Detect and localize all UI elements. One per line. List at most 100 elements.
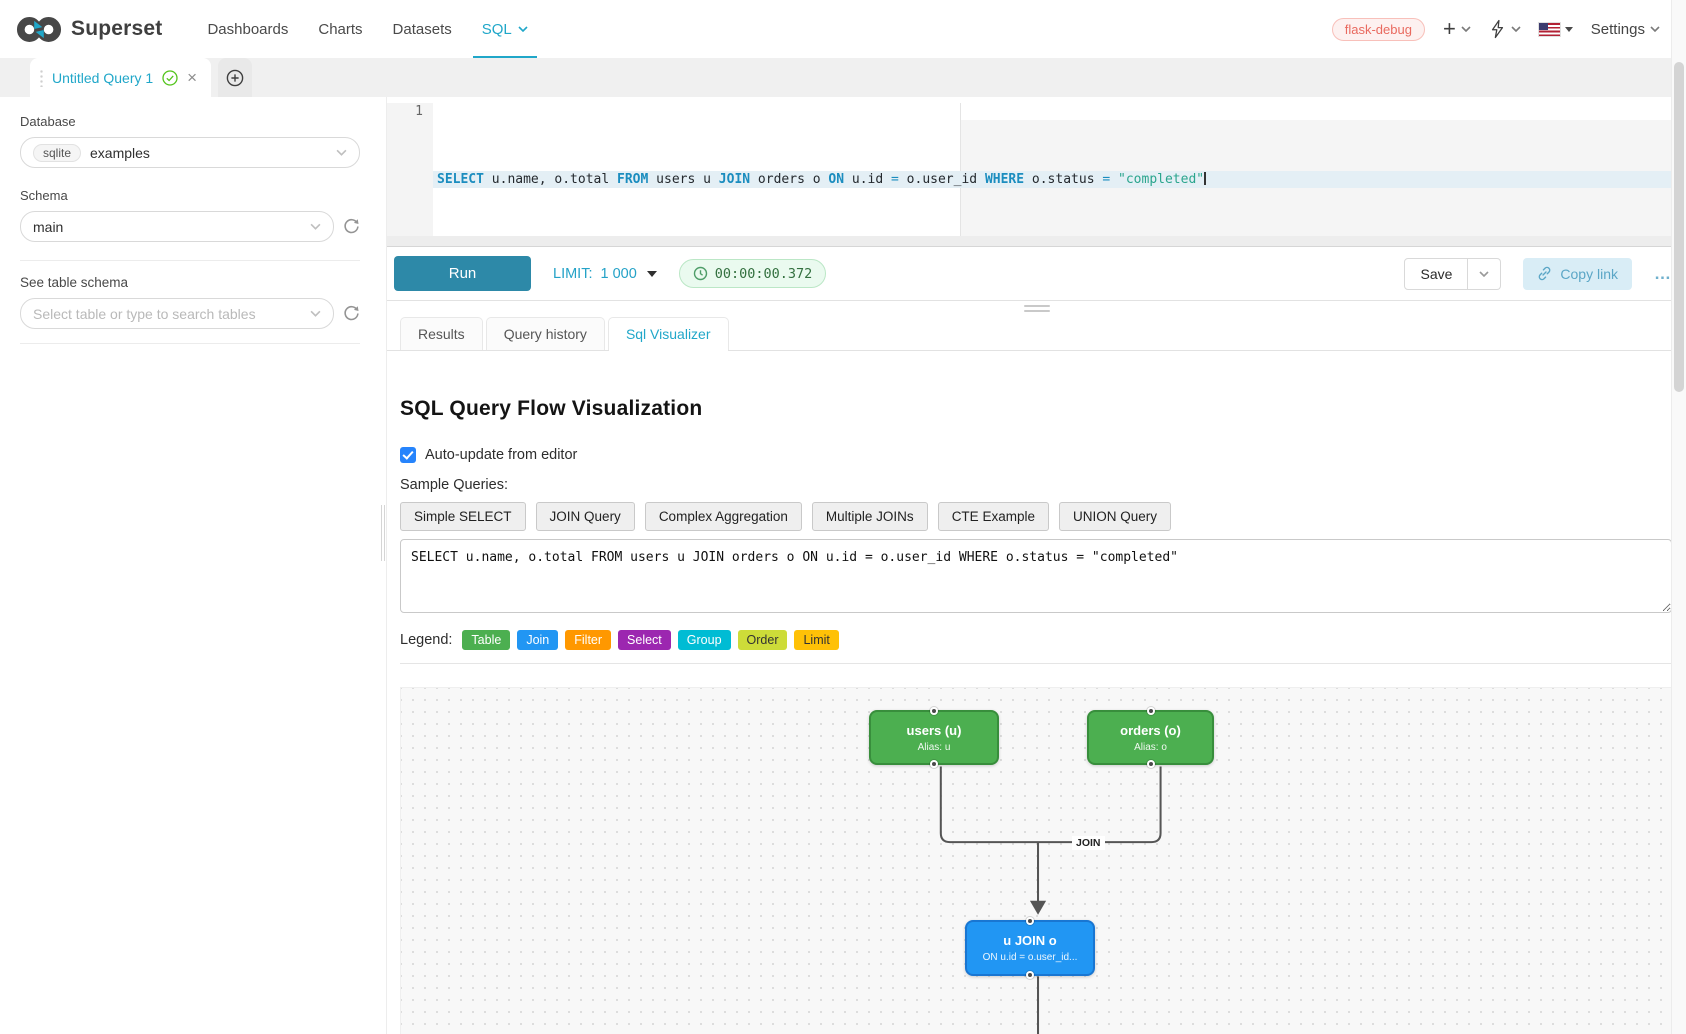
node-handle[interactable] xyxy=(1026,971,1034,979)
panel-resizer[interactable] xyxy=(380,97,386,1034)
tab-query-history[interactable]: Query history xyxy=(485,317,605,350)
top-navbar: Superset Dashboards Charts Datasets SQL … xyxy=(0,0,1686,58)
nav-charts[interactable]: Charts xyxy=(318,20,363,38)
section-divider xyxy=(400,663,1672,664)
sidebar-divider xyxy=(20,343,360,344)
chevron-down-icon xyxy=(310,310,321,317)
tab-sql-visualizer[interactable]: Sql Visualizer xyxy=(607,317,729,351)
query-tab-active[interactable]: Untitled Query 1 × xyxy=(30,58,212,97)
pane-resize-handle[interactable] xyxy=(1023,305,1050,312)
more-menu-icon[interactable]: … xyxy=(1654,263,1672,283)
chevron-down-icon xyxy=(1479,270,1489,277)
sample-simple-select-button[interactable]: Simple SELECT xyxy=(400,502,526,531)
chevron-down-icon xyxy=(1650,26,1660,32)
auto-update-row: Auto-update from editor xyxy=(400,447,1672,463)
text-cursor xyxy=(1204,172,1207,185)
node-handle[interactable] xyxy=(930,760,938,768)
database-select[interactable]: sqlite examples xyxy=(20,137,360,168)
close-tab-icon[interactable]: × xyxy=(187,68,198,87)
schema-select[interactable]: main xyxy=(20,211,334,242)
node-title: users (u) xyxy=(906,722,962,738)
node-users-table[interactable]: users (u) Alias: u xyxy=(869,707,999,768)
legend-row: Legend: Table Join Filter Select Group O… xyxy=(400,630,1672,650)
node-subtitle: Alias: u xyxy=(917,741,951,753)
visualizer-title: SQL Query Flow Visualization xyxy=(400,397,703,420)
save-options-caret[interactable] xyxy=(1468,257,1502,290)
chevron-down-icon xyxy=(518,26,528,32)
brand-name: Superset xyxy=(71,17,163,40)
query-timer: 00:00:00.372 xyxy=(678,259,827,288)
node-handle[interactable] xyxy=(1146,707,1155,715)
line-number: 1 xyxy=(415,104,423,119)
scrollbar-thumb[interactable] xyxy=(1674,62,1684,392)
superset-brand[interactable]: Superset xyxy=(16,15,162,44)
legend-select-badge: Select xyxy=(618,630,671,650)
editor-code-area[interactable]: SELECT u.name, o.total FROM users u JOIN… xyxy=(433,103,1686,236)
sample-complex-aggregation-button[interactable]: Complex Aggregation xyxy=(644,502,802,531)
save-button[interactable]: Save xyxy=(1404,257,1469,290)
language-selector[interactable] xyxy=(1537,21,1573,37)
legend-table-badge: Table xyxy=(462,630,511,650)
database-engine-tag: sqlite xyxy=(33,143,82,162)
caret-down-icon xyxy=(646,270,657,277)
query-toolbar: Run LIMIT: 1 000 00:00:00.372 Save xyxy=(387,247,1686,301)
node-orders-table[interactable]: orders (o) Alias: o xyxy=(1087,707,1214,768)
query-text-input[interactable]: SELECT u.name, o.total FROM users u JOIN… xyxy=(400,539,1672,613)
sample-join-query-button[interactable]: JOIN Query xyxy=(535,502,635,531)
node-subtitle: ON u.id = o.user_id... xyxy=(982,952,1078,963)
save-button-group: Save xyxy=(1404,257,1502,290)
sql-visualizer-panel: SQL Query Flow Visualization Auto-update… xyxy=(387,351,1686,1034)
limit-dropdown[interactable]: LIMIT: 1 000 xyxy=(553,266,657,282)
flow-edges xyxy=(939,766,1162,1034)
new-item-button[interactable]: + xyxy=(1443,18,1471,40)
tab-results[interactable]: Results xyxy=(400,317,483,350)
sqllab-work-pane: 1 SELECT u.name, o.total FROM users u JO… xyxy=(386,97,1686,1034)
alerts-lightning-button[interactable] xyxy=(1489,19,1521,39)
sql-editor[interactable]: 1 SELECT u.name, o.total FROM users u JO… xyxy=(387,103,1686,236)
node-title: orders (o) xyxy=(1120,722,1181,738)
limit-value: 1 000 xyxy=(600,265,637,282)
superset-logo-icon xyxy=(16,16,62,42)
sqllab-left-panel: Database sqlite examples Schema main See… xyxy=(0,97,380,1034)
flow-canvas[interactable]: users (u) Alias: u orders (o) Alias: o u… xyxy=(400,687,1672,1034)
check-circle-icon xyxy=(162,69,178,86)
us-flag-icon xyxy=(1537,21,1561,37)
editor-scrollbar-track[interactable] xyxy=(387,236,1686,247)
environment-badge: flask-debug xyxy=(1331,17,1425,41)
circle-plus-icon xyxy=(226,69,244,86)
legend-join-badge: Join xyxy=(517,630,559,650)
sample-cte-example-button[interactable]: CTE Example xyxy=(937,502,1049,531)
table-select[interactable]: Select table or type to search tables xyxy=(20,298,334,329)
sample-multiple-joins-button[interactable]: Multiple JOINs xyxy=(811,502,928,531)
chevron-down-icon xyxy=(1511,26,1521,32)
refresh-tables-icon[interactable] xyxy=(343,305,360,322)
nav-datasets[interactable]: Datasets xyxy=(392,20,452,38)
node-handle[interactable] xyxy=(1146,760,1155,768)
table-schema-label: See table schema xyxy=(20,275,129,290)
copy-link-button[interactable]: Copy link xyxy=(1523,257,1632,290)
refresh-schema-icon[interactable] xyxy=(343,218,360,235)
settings-label: Settings xyxy=(1590,20,1645,38)
caret-down-icon xyxy=(1564,26,1573,32)
run-button[interactable]: Run xyxy=(394,256,531,291)
add-tab-button[interactable] xyxy=(218,58,253,97)
legend-filter-badge: Filter xyxy=(565,630,612,650)
node-handle[interactable] xyxy=(1026,917,1034,925)
page-scrollbar[interactable] xyxy=(1671,0,1686,1034)
database-value: examples xyxy=(90,144,150,161)
node-handle[interactable] xyxy=(930,707,938,715)
drag-handle-icon[interactable] xyxy=(40,68,43,87)
main-nav: Dashboards Charts Datasets SQL xyxy=(192,0,542,58)
settings-menu[interactable]: Settings xyxy=(1591,21,1660,38)
node-join[interactable]: u JOIN o ON u.id = o.user_id... xyxy=(965,917,1095,979)
database-label: Database xyxy=(20,114,76,129)
auto-update-checkbox[interactable] xyxy=(400,447,416,463)
chevron-down-icon xyxy=(310,223,321,230)
legend-order-badge: Order xyxy=(737,630,788,650)
plus-icon: + xyxy=(1442,16,1456,41)
print-margin-line xyxy=(960,103,961,236)
sample-union-query-button[interactable]: UNION Query xyxy=(1058,502,1171,531)
nav-dashboards[interactable]: Dashboards xyxy=(207,20,289,38)
sidebar-divider xyxy=(20,260,360,261)
nav-sql[interactable]: SQL xyxy=(467,0,543,58)
